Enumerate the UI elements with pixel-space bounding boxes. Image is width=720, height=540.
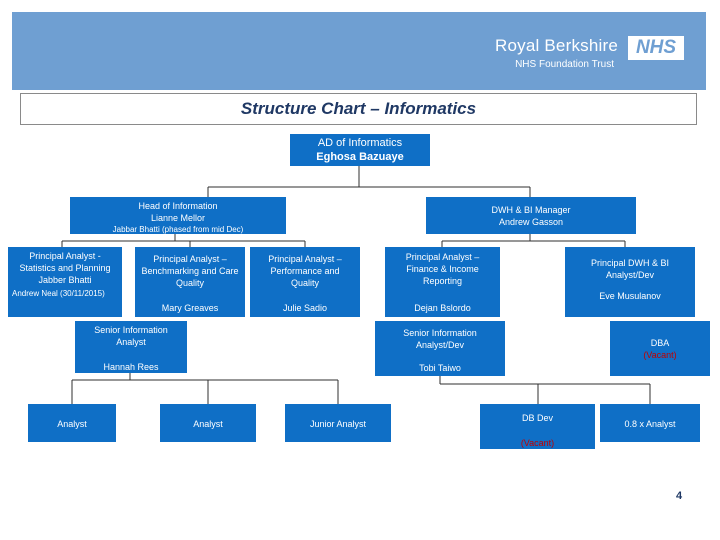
principal-stats-role: Principal Analyst - Statistics and Plann… [19,251,111,273]
page-number: 4 [676,490,683,502]
senior-dev-box: Senior Information Analyst/Dev Tobi Taiw… [375,321,505,376]
principal-finance-name: Dejan Bslordo [414,303,471,313]
principal-dwh-role: Principal DWH & BI Analyst/Dev [590,258,670,280]
head-info-name: Lianne Mellor [150,213,206,223]
page-title: Structure Chart – Informatics [20,93,697,125]
analyst-08-role: 0.8 x Analyst [624,419,676,429]
junior-analyst-box: Junior Analyst [285,404,391,442]
head-of-information-box: Head of Information Lianne Mellor Jabbar… [70,197,286,234]
principal-performance-box: Principal Analyst – Performance and Qual… [250,247,360,317]
principal-perf-name: Julie Sadio [282,303,328,313]
analyst-08-box: 0.8 x Analyst [600,404,700,442]
principal-dwh-box: Principal DWH & BI Analyst/Dev Eve Musul… [565,247,695,317]
head-info-note: Jabbar Bhatti (phased from mid Dec) [112,225,244,234]
org-subtitle: NHS Foundation Trust [515,59,614,70]
ad-role: AD of Informatics [317,137,403,149]
senior-info-role: Senior Information Analyst [94,325,168,347]
principal-finance-role: Principal Analyst – Finance & Income Rep… [405,252,480,286]
principal-bench-name: Mary Greaves [161,303,219,313]
analyst-1-role: Analyst [57,419,87,429]
principal-statistics-box: Principal Analyst - Statistics and Plann… [8,247,122,317]
db-dev-vacant: (Vacant) [520,438,555,448]
dwh-manager-box: DWH & BI Manager Andrew Gasson [426,197,636,234]
ad-informatics-box: AD of Informatics Eghosa Bazuaye [290,134,430,166]
principal-benchmarking-box: Principal Analyst – Benchmarking and Car… [135,247,245,317]
dba-role: DBA [650,338,670,348]
senior-dev-name: Tobi Taiwo [419,363,461,373]
dwh-manager-name: Andrew Gasson [498,217,564,227]
head-info-role: Head of Information [138,201,218,211]
ad-name: Eghosa Bazuaye [316,151,404,163]
analyst-2-box: Analyst [160,404,256,442]
principal-finance-box: Principal Analyst – Finance & Income Rep… [385,247,500,317]
principal-perf-role: Principal Analyst – Performance and Qual… [268,254,342,288]
analyst-1-box: Analyst [28,404,116,442]
dba-box: DBA (Vacant) [610,321,710,376]
junior-analyst-role: Junior Analyst [309,419,367,429]
analyst-2-role: Analyst [193,419,223,429]
senior-info-analyst-box: Senior Information Analyst Hannah Rees [75,321,187,373]
db-dev-role: DB Dev [521,413,553,423]
principal-stats-extra: Andrew Neal (30/11/2015) [12,289,105,298]
dwh-manager-role: DWH & BI Manager [491,205,571,215]
senior-dev-role: Senior Information Analyst/Dev [403,328,477,350]
senior-info-name: Hannah Rees [103,362,159,372]
principal-dwh-name: Eve Musulanov [599,291,661,301]
principal-stats-name: Jabber Bhatti [38,275,92,285]
db-dev-box: DB Dev (Vacant) [480,404,595,449]
nhs-logo: NHS [628,36,684,60]
org-name: Royal Berkshire [495,36,618,55]
dba-vacant: (Vacant) [643,350,677,360]
header-banner: Royal Berkshire NHS NHS Foundation Trust [12,12,706,90]
principal-bench-role: Principal Analyst – Benchmarking and Car… [141,254,239,288]
